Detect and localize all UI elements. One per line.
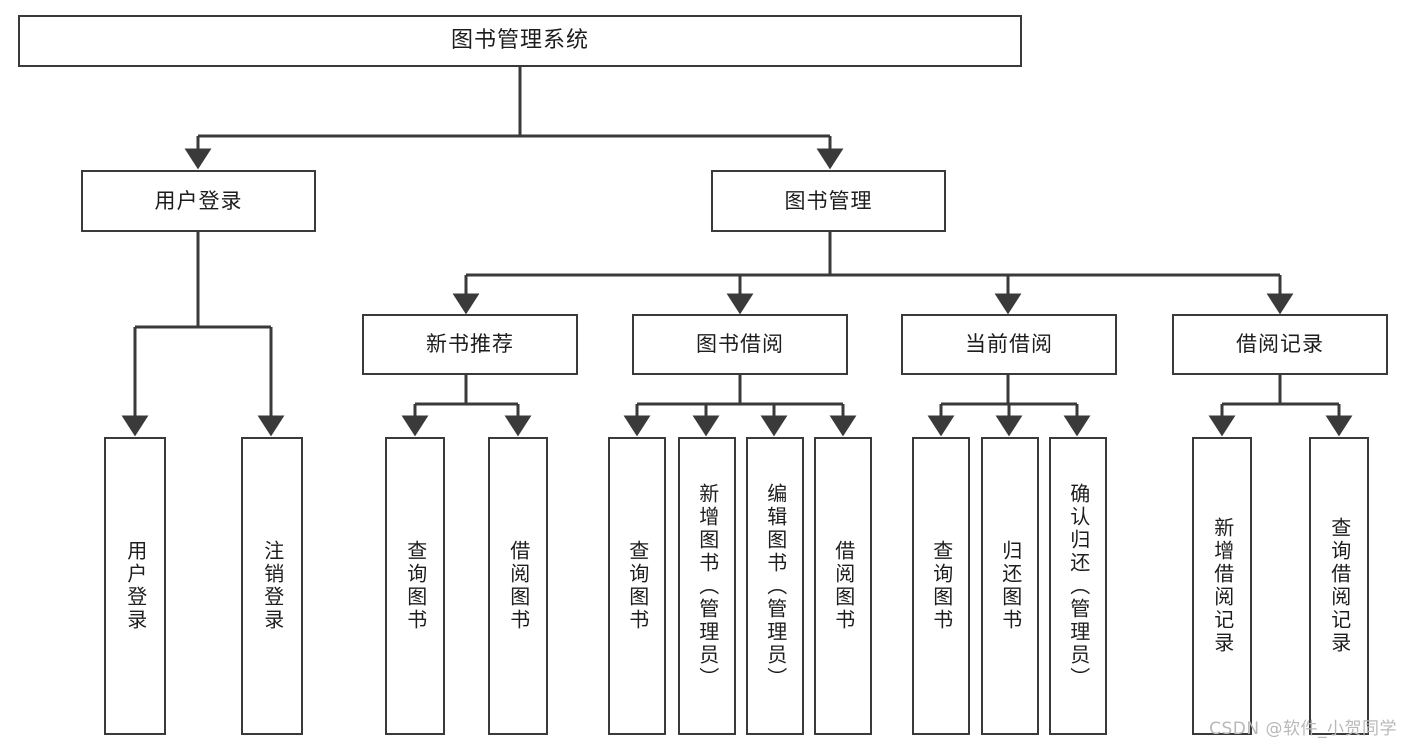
node-borrowing-record[interactable]: 借阅记录 — [1172, 314, 1388, 375]
node-book-management[interactable]: 图书管理 — [711, 170, 946, 232]
csdn-watermark: CSDN @软件_小贺同学 — [1209, 719, 1397, 739]
node-label: 用户登录 — [154, 188, 243, 213]
node-label: 图书借阅 — [696, 332, 784, 357]
node-leaf-user-logout[interactable]: 注销登录 — [241, 437, 303, 735]
node-label: 图书管理系统 — [450, 28, 589, 54]
node-current-borrowing[interactable]: 当前借阅 — [901, 314, 1117, 375]
node-leaf-query-borrow-record[interactable]: 查询借阅记录 — [1309, 437, 1369, 735]
node-label: 新增图书（管理员） — [695, 482, 720, 690]
node-leaf-query-book-3[interactable]: 查询图书 — [912, 437, 970, 735]
node-label: 借阅图书 — [831, 540, 856, 632]
node-label: 查询借阅记录 — [1327, 517, 1352, 655]
node-label: 借阅记录 — [1236, 332, 1324, 357]
node-leaf-return-book[interactable]: 归还图书 — [981, 437, 1039, 735]
node-root-book-management-system[interactable]: 图书管理系统 — [18, 15, 1022, 67]
node-leaf-add-borrow-record[interactable]: 新增借阅记录 — [1192, 437, 1252, 735]
node-book-borrowing[interactable]: 图书借阅 — [632, 314, 848, 375]
node-leaf-add-book[interactable]: 新增图书（管理员） — [678, 437, 736, 735]
node-leaf-edit-book[interactable]: 编辑图书（管理员） — [746, 437, 804, 735]
node-label: 用户登录 — [123, 540, 148, 632]
node-label: 确认归还（管理员） — [1066, 482, 1091, 690]
node-label: 借阅图书 — [506, 540, 531, 632]
node-leaf-borrow-book-2[interactable]: 借阅图书 — [814, 437, 872, 735]
node-leaf-borrow-book-1[interactable]: 借阅图书 — [488, 437, 548, 735]
node-label: 图书管理 — [784, 188, 873, 213]
node-label: 查询图书 — [929, 540, 954, 632]
node-label: 归还图书 — [998, 540, 1023, 632]
node-label: 新书推荐 — [426, 332, 514, 357]
node-leaf-confirm-return[interactable]: 确认归还（管理员） — [1049, 437, 1107, 735]
node-label: 查询图书 — [625, 540, 650, 632]
node-label: 编辑图书（管理员） — [763, 482, 788, 690]
node-label: 当前借阅 — [965, 332, 1053, 357]
node-new-book-recommendation[interactable]: 新书推荐 — [362, 314, 578, 375]
node-leaf-user-login[interactable]: 用户登录 — [104, 437, 166, 735]
node-leaf-query-book-1[interactable]: 查询图书 — [385, 437, 445, 735]
node-leaf-query-book-2[interactable]: 查询图书 — [608, 437, 666, 735]
node-user-login[interactable]: 用户登录 — [81, 170, 316, 232]
node-label: 查询图书 — [403, 540, 428, 632]
node-label: 新增借阅记录 — [1210, 517, 1235, 655]
node-label: 注销登录 — [260, 540, 285, 632]
